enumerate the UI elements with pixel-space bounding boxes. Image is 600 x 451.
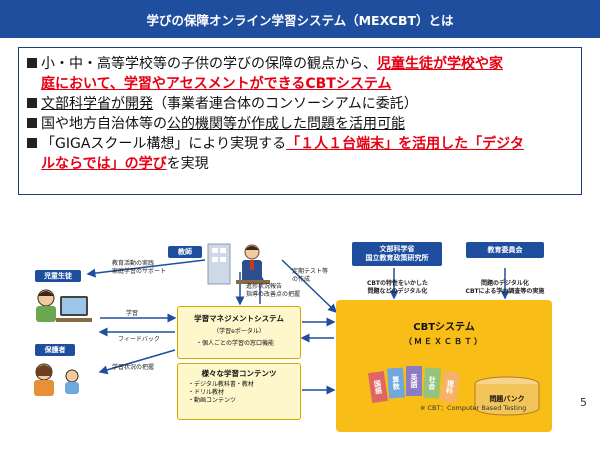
bullet-2-text: （事業者連合体のコンソーシアムに委託）: [153, 96, 418, 112]
bullet-3-text: 国や地方自治体等の: [41, 116, 167, 132]
bullet-3: 国や地方自治体等の公的機関等が作成した問題を活用可能: [27, 114, 573, 134]
teacher-illustration: [207, 243, 270, 285]
bullet-4: 「GIGAスクール構想」により実現する「１人１台端末」を活用した「デジタ: [27, 134, 573, 154]
question-bank-label: 問題バンク: [489, 395, 525, 403]
bullet-4-text: 「GIGAスクール構想」により実現する: [41, 136, 287, 152]
contents-item: ・動画コンテンツ: [188, 397, 237, 404]
system-title: 学習マネジメントシステム: [194, 314, 284, 323]
learning-contents: 様々な学習コンテンツ ・デジタル教科書・教材 ・ドリル教材 ・動画コンテンツ: [177, 363, 301, 420]
page-number: 5: [580, 396, 587, 409]
bullet-1: 小・中・高等学校等の子供の学びの保障の観点から、児童生徒が学校や家: [27, 54, 573, 74]
grasp-label: 学習状況の把握: [112, 364, 155, 371]
footnote: ※ CBT：Computer Based Testing: [420, 404, 527, 412]
bullet-2-underlined: 文部科学省が開発: [41, 96, 153, 112]
board-note: 問題のデジタル化 CBTによる学力調査等の実施: [465, 280, 545, 295]
square-bullet-icon: [27, 118, 37, 128]
square-bullet-icon: [27, 58, 37, 68]
subject-card: 国語: [367, 371, 389, 403]
bullet-3-underlined: 公的機関等が作成した問題を活用可能: [167, 116, 405, 132]
question-bank-icon: [474, 376, 540, 416]
system-subtitle: （学習eポータル）: [213, 328, 265, 335]
slide-title: 学びの保障オンライン学習システム（MEXCBT）とは: [0, 0, 600, 38]
contents-title: 様々な学習コンテンツ: [201, 369, 277, 378]
nier-name: 国立教育政策研究所: [365, 254, 429, 262]
square-bullet-icon: [27, 98, 37, 108]
student-illustration: [36, 289, 92, 322]
mext-label: 文部科学省 国立教育政策研究所: [352, 242, 442, 266]
system-diagram: 教師 教育活動の実践 家庭学習のサポート 児童生徒 保護者 学習 フィードバック…: [0, 200, 600, 451]
subject-card: 算数: [386, 367, 406, 399]
progress-label: 進捗状況報告 指導の改善点の把握: [246, 283, 301, 298]
subject-card: 英語: [406, 366, 422, 396]
bullet-4-highlight-2: ルならでは」の学び: [41, 156, 167, 172]
summary-box: 小・中・高等学校等の子供の学びの保障の観点から、児童生徒が学校や家 庭において、…: [18, 47, 582, 195]
bullet-4-cont: ルならでは」の学びを実現: [27, 154, 573, 174]
bullet-2: 文部科学省が開発（事業者連合体のコンソーシアムに委託）: [27, 94, 573, 114]
diagram-arrows: [86, 259, 510, 395]
board-label: 教育委員会: [466, 242, 544, 258]
contents-item: ・デジタル教科書・教材: [188, 381, 254, 388]
feedback-label: フィードバック: [118, 336, 160, 343]
bullet-1-text: 小・中・高等学校等の子供の学びの保障の観点から、: [41, 56, 377, 72]
bullet-1-highlight: 児童生徒が学校や家: [377, 56, 503, 72]
subject-card: 理科: [439, 371, 461, 403]
student-label: 児童生徒: [35, 270, 81, 282]
mext-note: CBTの特性をいかした 問題などのデジタル化: [366, 280, 429, 295]
guardian-label: 保護者: [35, 344, 75, 356]
test-make-label: 定期テスト等 の作成: [292, 268, 329, 283]
contents-list: ・デジタル教科書・教材 ・ドリル教材 ・動画コンテンツ: [178, 381, 300, 405]
system-item: ・個人ごとの学習の窓口機能: [196, 340, 274, 347]
bullet-1-cont: 庭において、学習やアセスメントができるCBTシステム: [27, 74, 573, 94]
cbt-subtitle: （ＭＥＸＣＢＴ）: [404, 337, 484, 346]
learning-management-system: 学習マネジメントシステム （学習eポータル） ・個人ごとの学習の窓口機能: [177, 306, 301, 359]
bullet-4-highlight: 「１人１台端末」を活用した「デジタ: [286, 136, 524, 152]
cbt-title: CBTシステム: [413, 322, 475, 333]
bullet-1-highlight-2: 庭において、学習やアセスメントができるCBTシステム: [41, 76, 392, 92]
support-text: 教育活動の実践 家庭学習のサポート: [112, 260, 167, 275]
square-bullet-icon: [27, 138, 37, 148]
contents-item: ・ドリル教材: [188, 389, 225, 396]
subject-card: 社会: [422, 367, 442, 399]
guardian-illustration: [34, 363, 79, 396]
learning-label: 学習: [126, 310, 139, 317]
cbt-system: CBTシステム （ＭＥＸＣＢＴ） 国語 算数 英語 社会 理科 問題バンク: [336, 300, 552, 432]
mext-name: 文部科学省: [379, 245, 415, 253]
teacher-label: 教師: [168, 246, 202, 258]
bullet-4-text-2: を実現: [166, 156, 209, 172]
